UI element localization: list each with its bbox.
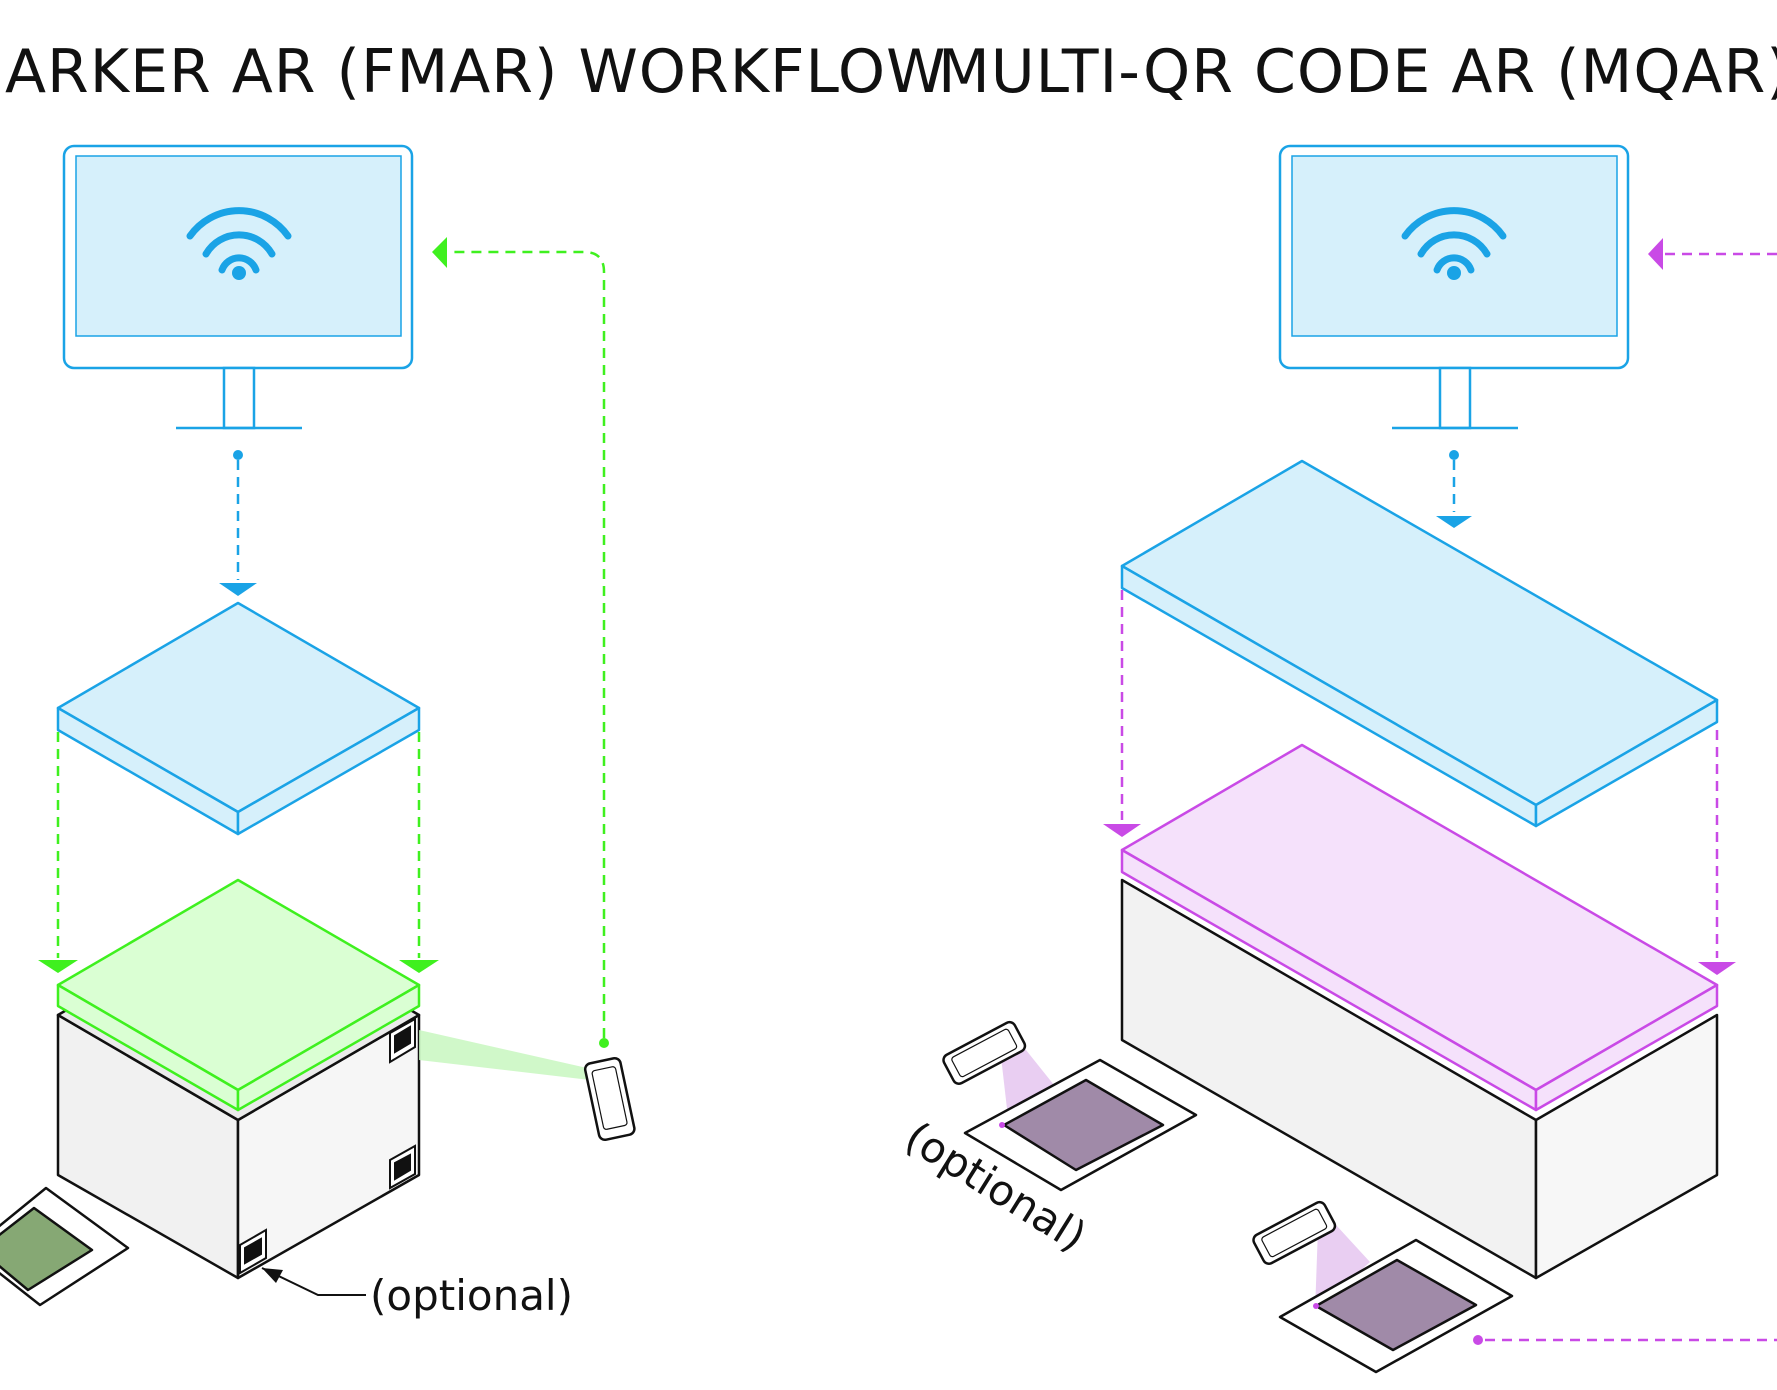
right-blue-arrow (1436, 450, 1472, 528)
right-magenta-bottom-line (1473, 1335, 1777, 1345)
right-workflow: (optional) (897, 144, 1777, 1374)
right-blue-slab (1120, 459, 1719, 828)
wifi-icon (186, 207, 292, 280)
right-magenta-slab (1120, 743, 1719, 1112)
wifi-icon (1401, 207, 1507, 280)
left-green-return-arrow (432, 237, 609, 1048)
right-monitor (1278, 144, 1630, 430)
right-magenta-down-arrows (1103, 590, 1736, 975)
left-blue-slab (56, 601, 421, 836)
right-title: MULTI-QR CODE AR (MQAR) WOR (938, 37, 1777, 107)
left-green-slab (56, 878, 421, 1112)
left-box-markers (239, 1017, 416, 1275)
right-floor-marker-2 (1252, 1200, 1514, 1374)
left-optional-label: (optional) (370, 1271, 573, 1320)
left-floor-marker (0, 1186, 130, 1307)
left-title: ARKER AR (FMAR) WORKFLOW (5, 37, 946, 107)
phone-icon (1252, 1200, 1337, 1265)
left-green-down-arrows (38, 732, 439, 973)
left-blue-arrow (219, 450, 257, 596)
right-box (1120, 878, 1719, 1280)
left-monitor (62, 144, 414, 430)
left-phone-icon (583, 1056, 636, 1142)
left-optional-callout: (optional) (261, 1267, 573, 1320)
left-phone-view-cone (419, 1030, 596, 1080)
left-workflow: (optional) (0, 144, 636, 1320)
phone-icon (942, 1020, 1027, 1085)
right-magenta-return-arrow (1648, 238, 1777, 270)
